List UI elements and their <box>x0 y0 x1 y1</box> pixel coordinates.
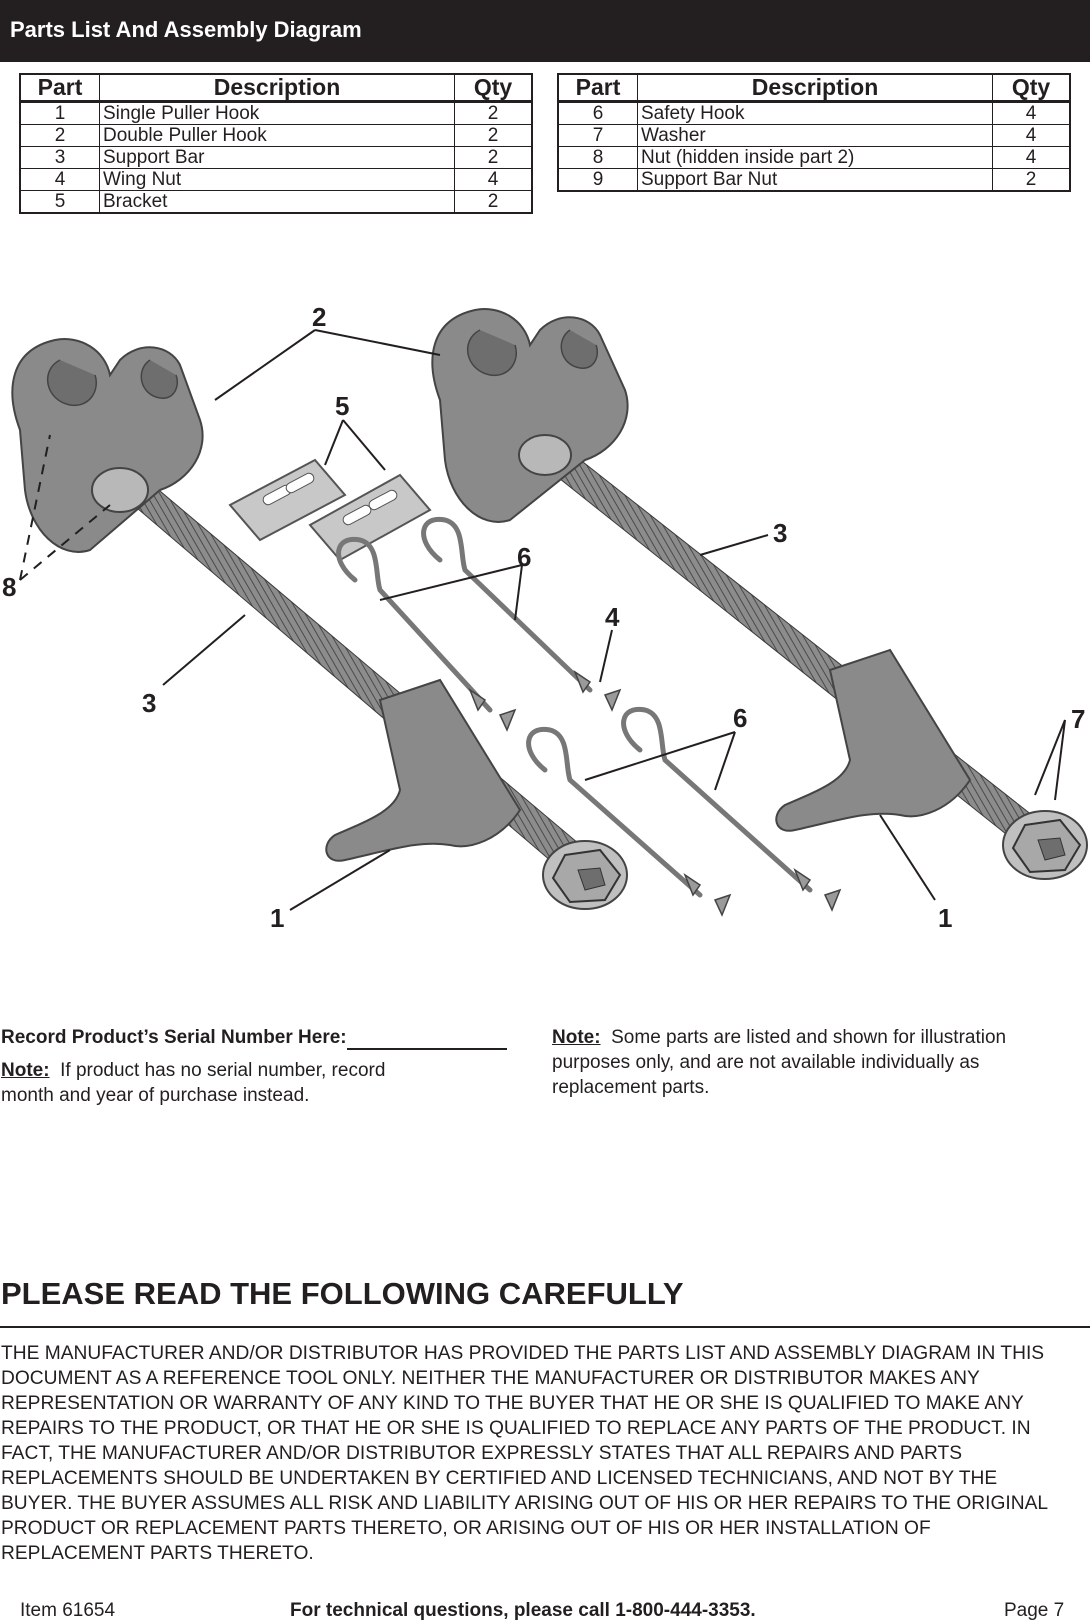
parts-table-left: Part Description Qty 1 Single Puller Hoo… <box>19 73 533 214</box>
callout-5: 5 <box>335 391 349 421</box>
callout-8: 8 <box>2 572 16 602</box>
serial-number-block: Record Product’s Serial Number Here: Not… <box>1 1025 541 1108</box>
part-qty: 2 <box>454 101 533 125</box>
safety-hooks-lower <box>526 706 813 898</box>
table-row: 5 Bracket 2 <box>19 190 533 214</box>
part-description: Support Bar <box>99 146 455 169</box>
callout-leaders <box>19 329 1066 911</box>
part-description: Safety Hook <box>637 101 993 125</box>
table-row: 3 Support Bar 2 <box>19 146 533 169</box>
part-description: Nut (hidden inside part 2) <box>637 146 993 169</box>
part-qty: 2 <box>454 124 533 147</box>
table-row: 4 Wing Nut 4 <box>19 168 533 191</box>
caution-body: THE MANUFACTURER AND/OR DISTRIBUTOR HAS … <box>1 1343 1048 1564</box>
double-puller-hook-right <box>431 308 629 523</box>
column-header-description: Description <box>637 73 993 103</box>
table-row: 7 Washer 4 <box>557 124 1071 147</box>
part-description: Bracket <box>99 190 455 214</box>
wing-nut-upper <box>468 670 622 732</box>
part-qty: 4 <box>454 168 533 191</box>
callout-6-lower: 6 <box>733 703 747 733</box>
single-puller-hook-right <box>775 648 972 832</box>
table-row: 6 Safety Hook 4 <box>557 101 1071 125</box>
callout-1-right: 1 <box>938 903 952 933</box>
part-number: 6 <box>557 101 638 125</box>
table-row: 2 Double Puller Hook 2 <box>19 124 533 147</box>
caution-title: PLEASE READ THE FOLLOWING CAREFULLY <box>1 1276 684 1311</box>
table-row: 8 Nut (hidden inside part 2) 4 <box>557 146 1071 169</box>
support-bar-nut-right <box>1002 810 1088 880</box>
column-header-part: Part <box>557 73 638 103</box>
part-qty: 4 <box>992 101 1071 125</box>
part-qty: 2 <box>454 146 533 169</box>
double-puller-hook-left <box>11 338 204 553</box>
serial-number-label: Record Product’s Serial Number Here: <box>1 1027 347 1048</box>
part-number: 3 <box>19 146 100 169</box>
table-header-row: Part Description Qty <box>19 73 533 103</box>
parts-table-right: Part Description Qty 6 Safety Hook 4 7 W… <box>557 73 1071 192</box>
part-description: Single Puller Hook <box>99 101 455 125</box>
column-header-qty: Qty <box>992 73 1071 103</box>
footer-page-number: Page 7 <box>1004 1600 1065 1621</box>
part-number: 2 <box>19 124 100 147</box>
table-header-row: Part Description Qty <box>557 73 1071 103</box>
safety-hooks-upper <box>336 516 593 713</box>
part-number: 7 <box>557 124 638 147</box>
replacement-note-label: Note: <box>552 1027 601 1048</box>
callout-3-left: 3 <box>142 688 156 718</box>
part-qty: 4 <box>992 146 1071 169</box>
part-description: Double Puller Hook <box>99 124 455 147</box>
callout-1-left: 1 <box>270 903 284 933</box>
serial-note-text: If product has no serial number, record … <box>1 1060 386 1106</box>
replacement-note-text: Some parts are listed and shown for illu… <box>552 1027 1007 1098</box>
footer-item-number: Item 61654 <box>20 1600 116 1621</box>
part-qty: 4 <box>992 124 1071 147</box>
part-description: Support Bar Nut <box>637 168 993 192</box>
callout-6-upper: 6 <box>517 542 531 572</box>
callout-3-right: 3 <box>773 518 787 548</box>
part-qty: 2 <box>992 168 1071 192</box>
serial-number-line[interactable] <box>346 1030 507 1050</box>
table-row: 9 Support Bar Nut 2 <box>557 168 1071 192</box>
bracket-right <box>308 473 432 562</box>
column-header-part: Part <box>19 73 100 103</box>
callout-4: 4 <box>605 602 620 632</box>
replacement-note: Note: Some parts are listed and shown fo… <box>552 1025 1012 1100</box>
callout-7: 7 <box>1071 704 1085 734</box>
table-row: 1 Single Puller Hook 2 <box>19 101 533 125</box>
part-number: 4 <box>19 168 100 191</box>
part-number: 9 <box>557 168 638 192</box>
callout-2: 2 <box>312 302 326 332</box>
part-number: 1 <box>19 101 100 125</box>
part-description: Washer <box>637 124 993 147</box>
header-bar: Parts List And Assembly Diagram <box>0 0 1090 62</box>
page-title: Parts List And Assembly Diagram <box>10 17 362 42</box>
column-header-qty: Qty <box>454 73 533 103</box>
wing-nut-lower <box>683 868 842 917</box>
column-header-description: Description <box>99 73 455 103</box>
assembly-diagram: 2 5 8 3 6 4 3 6 7 1 1 <box>2 302 1088 933</box>
support-bar-nut-left <box>542 840 628 910</box>
caution-divider <box>0 1326 1090 1328</box>
part-qty: 2 <box>454 190 533 214</box>
single-puller-hook-left <box>325 678 522 862</box>
part-description: Wing Nut <box>99 168 455 191</box>
bracket-left <box>228 458 347 542</box>
part-number: 8 <box>557 146 638 169</box>
part-number: 5 <box>19 190 100 214</box>
serial-note-label: Note: <box>1 1060 50 1081</box>
footer-support-phone: For technical questions, please call 1-8… <box>290 1600 756 1621</box>
